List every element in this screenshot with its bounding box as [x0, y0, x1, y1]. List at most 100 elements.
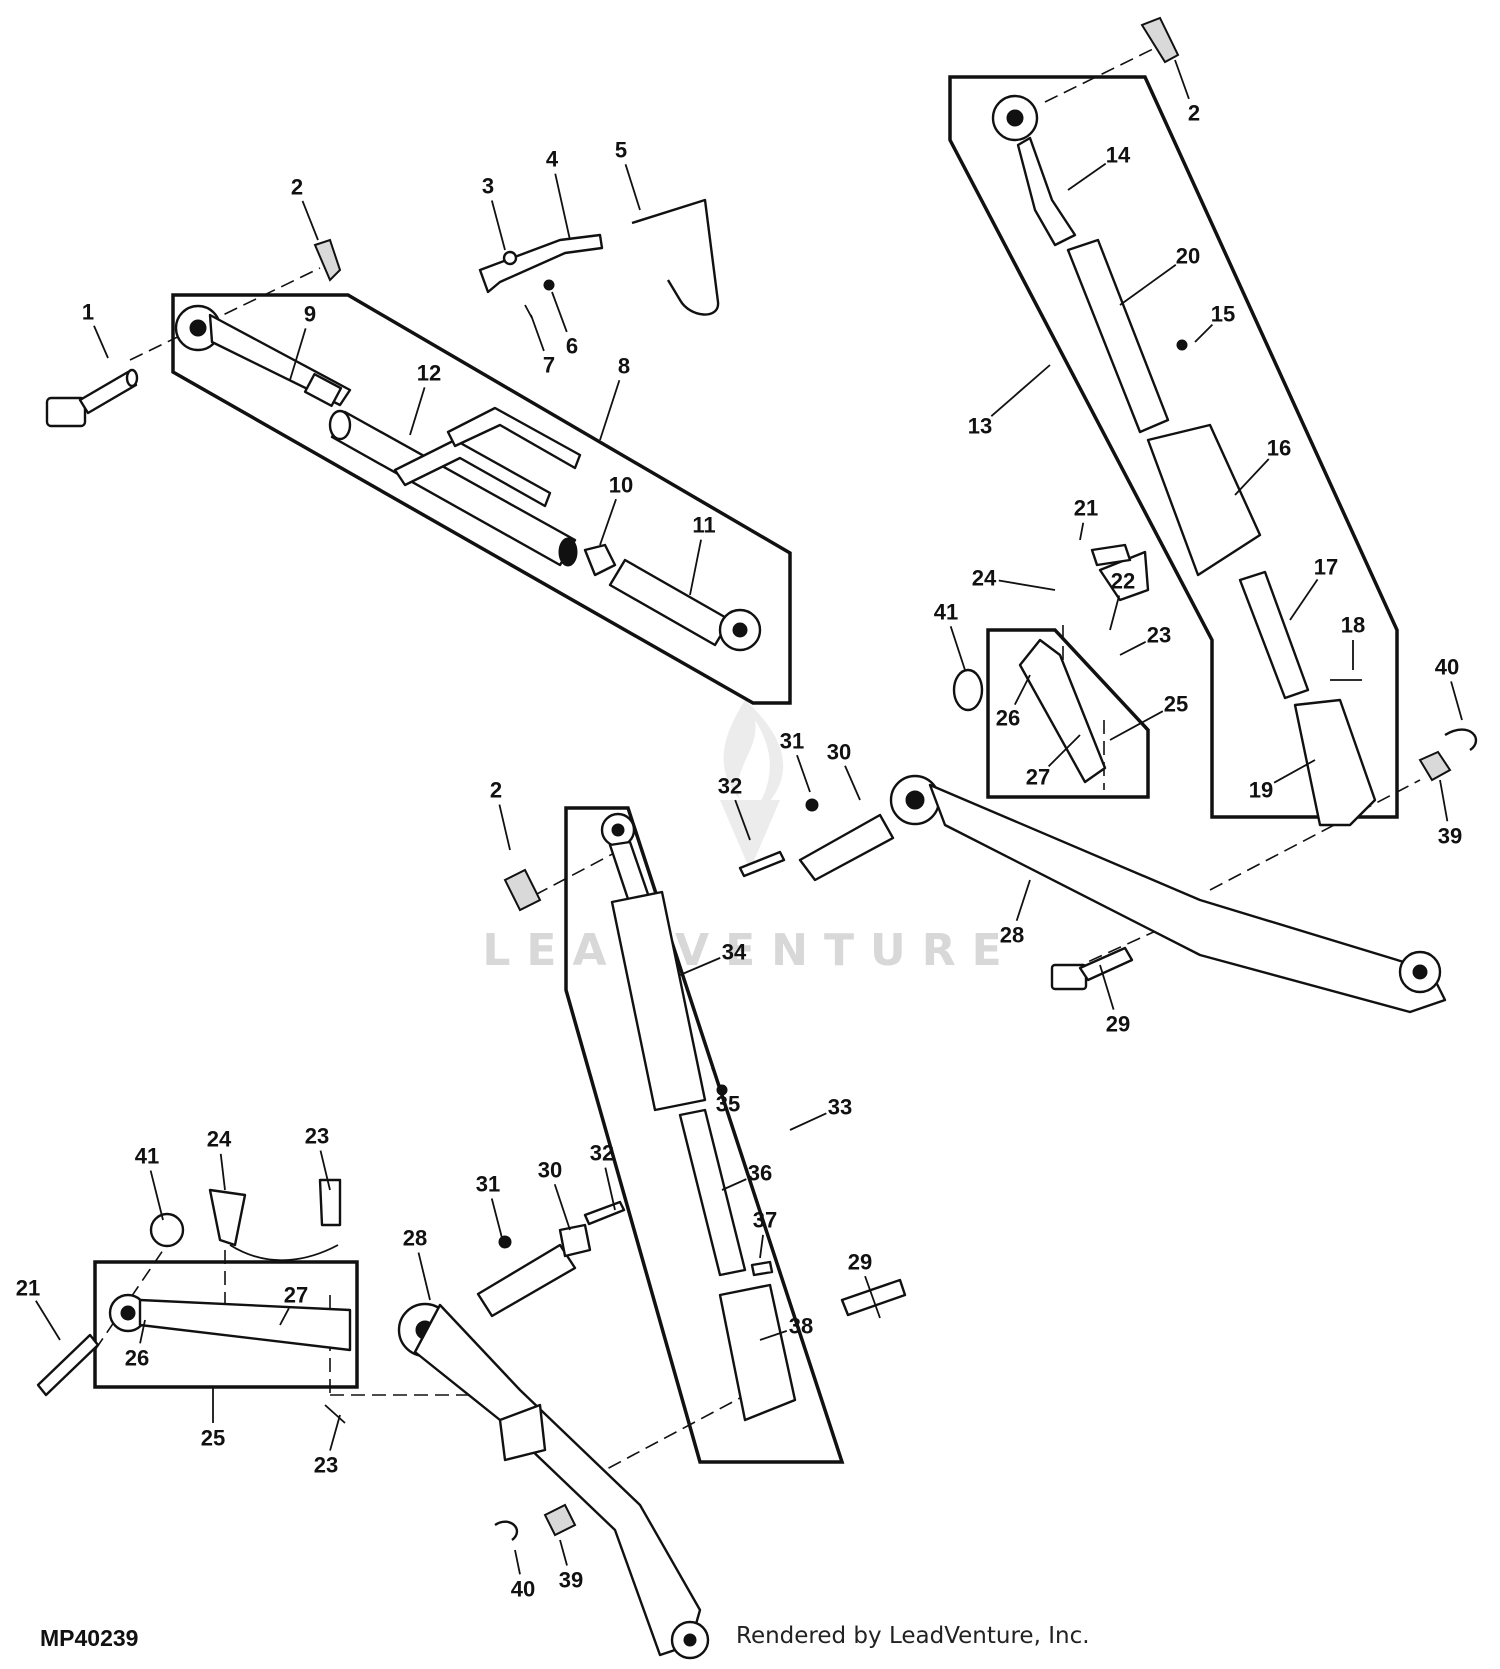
- callout-29: 29: [1099, 964, 1130, 1037]
- group-outlines: [93, 75, 1399, 1464]
- callout-number: 17: [1314, 555, 1338, 580]
- callout-leader-line: [711, 1067, 723, 1091]
- callout-21: 21: [16, 1276, 61, 1341]
- callout-leader-line: [789, 1112, 827, 1131]
- callout-leader-line: [796, 754, 811, 793]
- callout-29: 29: [848, 1250, 881, 1319]
- callout-leader-line: [734, 799, 751, 841]
- callout-2: 2: [291, 175, 319, 241]
- part-center-link-assembly: [503, 812, 797, 1422]
- callout-11: 11: [689, 513, 716, 596]
- callout-number: 24: [972, 566, 997, 591]
- callout-number: 6: [566, 334, 578, 359]
- callout-leader-line: [490, 200, 506, 251]
- callout-number: 21: [16, 1276, 40, 1301]
- callout-number: 35: [716, 1092, 740, 1117]
- callout-31: 31: [780, 729, 811, 793]
- callout-17: 17: [1289, 555, 1338, 621]
- callout-leader-line: [604, 1167, 616, 1211]
- callout-number: 23: [314, 1453, 338, 1478]
- callout-27: 27: [279, 1283, 308, 1326]
- callout-8: 8: [599, 354, 630, 441]
- callout-2: 2: [490, 778, 511, 851]
- callout-leader-line: [1174, 59, 1190, 100]
- callout-19: 19: [1249, 759, 1316, 803]
- callout-number: 2: [490, 778, 502, 803]
- callout-leader-line: [514, 1549, 521, 1575]
- callout-leader-line: [319, 1150, 331, 1191]
- callout-leader-line: [289, 328, 307, 381]
- callout-number: 37: [753, 1208, 777, 1233]
- callout-number: 34: [722, 940, 747, 965]
- part-30-31-32-right: [738, 798, 895, 882]
- callout-39: 39: [1438, 779, 1462, 849]
- callout-9: 9: [289, 302, 316, 381]
- callout-leader-line: [219, 1153, 226, 1191]
- callout-16: 16: [1234, 436, 1291, 496]
- callout-31: 31: [476, 1172, 503, 1239]
- callout-number: 2: [291, 175, 303, 200]
- callout-number: 13: [968, 414, 992, 439]
- callout-number: 18: [1341, 613, 1365, 638]
- callout-leader-line: [149, 1170, 164, 1221]
- callout-leader-line: [844, 765, 861, 801]
- callout-number: 39: [559, 1568, 583, 1593]
- callout-number: 2: [1188, 101, 1200, 126]
- callout-number: 40: [1435, 655, 1459, 680]
- callout-number: 16: [1267, 436, 1291, 461]
- callout-leader-line: [554, 173, 571, 241]
- callout-35: 35: [711, 1067, 740, 1117]
- callout-leader-line: [301, 200, 319, 241]
- callout-24: 24: [207, 1127, 232, 1191]
- callout-leader-line: [1450, 681, 1463, 721]
- callout-leader-line: [1014, 674, 1031, 706]
- watermark: LEADVENTURE: [482, 700, 1017, 976]
- watermark-text: LEADVENTURE: [482, 925, 1017, 976]
- callout-30: 30: [827, 740, 861, 801]
- callout-leader-line: [490, 1198, 503, 1239]
- callout-38: 38: [759, 1314, 813, 1341]
- figure-code: MP40239: [40, 1625, 139, 1651]
- callout-26: 26: [996, 674, 1031, 731]
- callout-37: 37: [753, 1208, 777, 1259]
- callout-number: 10: [609, 473, 633, 498]
- callout-number: 22: [1111, 569, 1135, 594]
- callout-leader-line: [689, 539, 702, 596]
- part-1-pin: [45, 368, 139, 428]
- callout-number: 28: [403, 1226, 427, 1251]
- callout-leader-line: [329, 1414, 341, 1451]
- callout-1: 1: [82, 300, 109, 359]
- callout-number: 4: [546, 147, 559, 172]
- callout-leader-line: [559, 1539, 568, 1566]
- render-credit: Rendered by LeadVenture, Inc.: [736, 1623, 1090, 1649]
- callout-leader-line: [1015, 879, 1031, 922]
- part-lift-link-left: [36, 1178, 352, 1424]
- callout-leader-line: [551, 291, 568, 333]
- callout-number: 12: [417, 361, 441, 386]
- callout-6: 6: [551, 291, 578, 359]
- callout-leader-line: [949, 625, 966, 671]
- callout-13: 13: [968, 364, 1051, 439]
- callout-number: 36: [748, 1161, 772, 1186]
- callout-2: 2: [1174, 59, 1200, 126]
- callout-number: 27: [1026, 765, 1050, 790]
- callout-28: 28: [403, 1226, 431, 1301]
- callout-leader-line: [409, 387, 426, 436]
- part-39-40-right: [1418, 728, 1477, 782]
- callout-27: 27: [1026, 734, 1081, 790]
- callout-21: 21: [1074, 496, 1098, 541]
- callout-41: 41: [934, 600, 966, 671]
- callout-leader-line: [279, 1307, 290, 1326]
- callout-40: 40: [1435, 655, 1463, 721]
- callout-number: 9: [304, 302, 316, 327]
- top-link-group-box-13: [948, 75, 1399, 819]
- callout-number: 14: [1106, 143, 1131, 168]
- callout-number: 11: [692, 513, 715, 538]
- upper-link-group-box-8: [171, 293, 792, 705]
- callout-leader-line: [35, 1300, 61, 1341]
- callout-18: 18: [1341, 613, 1365, 670]
- callout-number: 21: [1074, 496, 1098, 521]
- callout-leader-line: [1439, 779, 1449, 822]
- callout-23: 23: [314, 1414, 341, 1478]
